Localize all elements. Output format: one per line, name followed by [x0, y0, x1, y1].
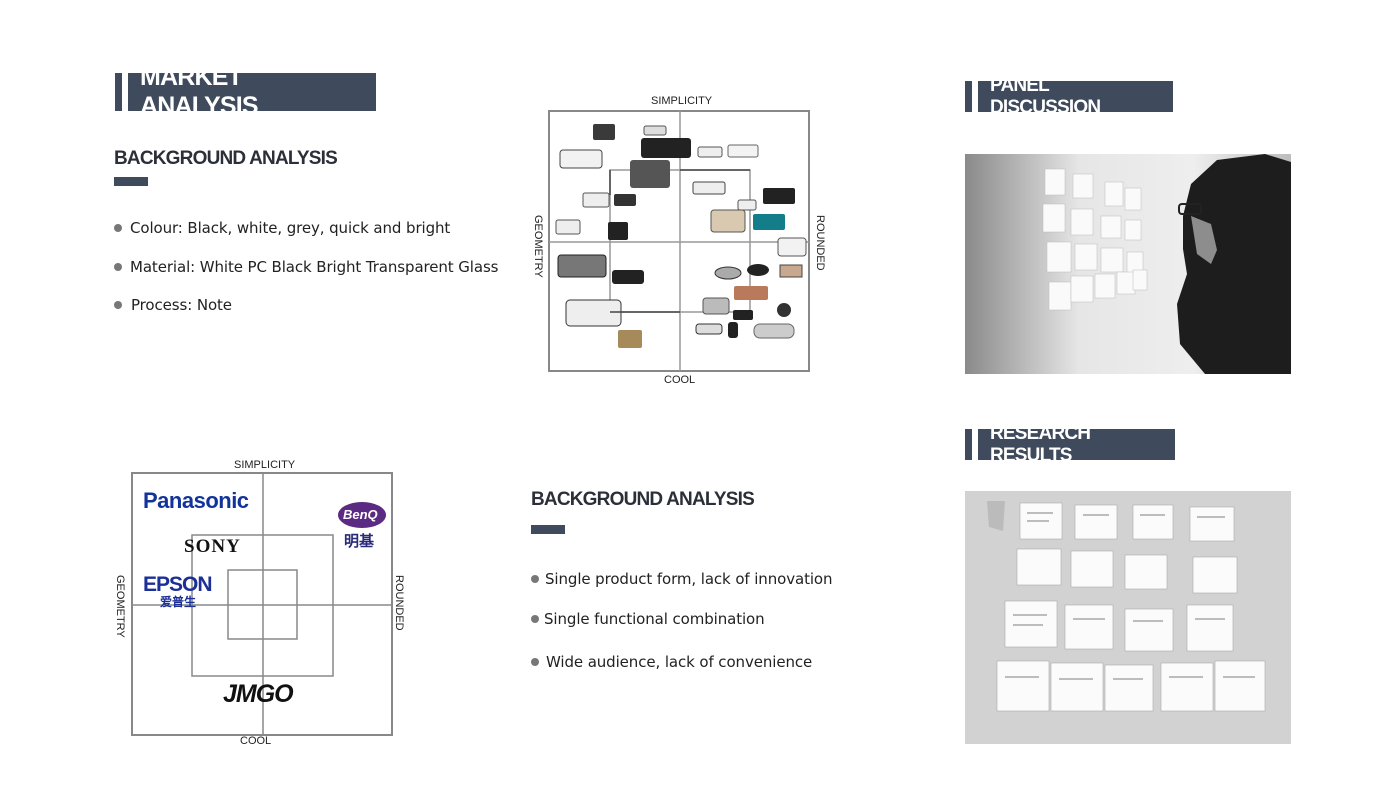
product-map-left-label: GEOMETRY — [532, 215, 544, 278]
background-analysis-title: BACKGROUND ANALYSIS — [114, 148, 338, 169]
list-item-text: Process: Note — [131, 296, 232, 314]
epson-logo: EPSON — [143, 573, 213, 596]
projector-thumbnails — [555, 124, 807, 348]
market-analysis-banner: MARKET ANALYSIS — [115, 63, 376, 120]
product-positioning-map — [548, 110, 810, 372]
title-underline — [114, 177, 148, 186]
list-item: Material: White PC Black Bright Transpar… — [114, 258, 498, 276]
bullet-icon — [531, 615, 539, 623]
list-item: Wide audience, lack of convenience — [531, 653, 832, 671]
list-item-text: Wide audience, lack of convenience — [546, 653, 813, 671]
panasonic-logo: Panasonic — [143, 488, 249, 513]
panel-discussion-title: PANEL DISCUSSION — [978, 75, 1173, 118]
list-item: Colour: Black, white, grey, quick and br… — [114, 219, 498, 237]
benq-chinese-name: 明基 — [344, 532, 375, 550]
background-analysis-title-2: BACKGROUND ANALYSIS — [531, 489, 755, 510]
bullet-icon — [114, 263, 122, 271]
bullet-icon — [531, 658, 539, 666]
background-analysis-list: Colour: Black, white, grey, quick and br… — [114, 219, 498, 314]
list-item: Process: Note — [114, 296, 498, 314]
banner-accent-bar — [965, 429, 972, 460]
research-results-photo — [965, 491, 1291, 744]
bullet-icon — [114, 224, 122, 232]
research-results-title: RESEARCH RESULTS — [978, 423, 1175, 466]
market-analysis-title: MARKET ANALYSIS — [128, 63, 376, 120]
list-item: Single functional combination — [531, 610, 832, 628]
list-item-text: Single functional combination — [544, 610, 765, 628]
background-analysis-list-2: Single product form, lack of innovation … — [531, 570, 833, 671]
product-map-right-label: ROUNDED — [814, 215, 826, 271]
brand-map-bottom-label: COOL — [240, 735, 272, 747]
list-item-text: Colour: Black, white, grey, quick and br… — [130, 219, 451, 237]
benq-logo-text: BenQ — [343, 507, 378, 522]
list-item-text: Material: White PC Black Bright Transpar… — [130, 258, 499, 276]
brand-map-right-label: ROUNDED — [393, 575, 405, 631]
title-underline-2 — [531, 525, 565, 534]
panel-discussion-banner: PANEL DISCUSSION — [965, 75, 1173, 118]
sony-logo: SONY — [184, 536, 241, 557]
benq-logo — [338, 502, 386, 528]
product-map-top-label: SIMPLICITY — [651, 95, 713, 107]
epson-chinese-name: 爱普生 — [160, 595, 197, 609]
bullet-icon — [114, 301, 122, 309]
bullet-icon — [531, 575, 539, 583]
list-item: Single product form, lack of innovation — [531, 570, 833, 588]
banner-accent-bar — [115, 73, 122, 111]
brand-map-left-label: GEOMETRY — [114, 575, 126, 638]
banner-accent-bar — [965, 81, 972, 112]
jmgo-logo: JMGO — [223, 680, 294, 708]
brand-map-top-label: SIMPLICITY — [234, 459, 296, 471]
product-map-bottom-label: COOL — [664, 374, 696, 386]
list-item-text: Single product form, lack of innovation — [545, 570, 833, 588]
panel-discussion-photo — [965, 154, 1291, 374]
research-results-banner: RESEARCH RESULTS — [965, 423, 1175, 466]
